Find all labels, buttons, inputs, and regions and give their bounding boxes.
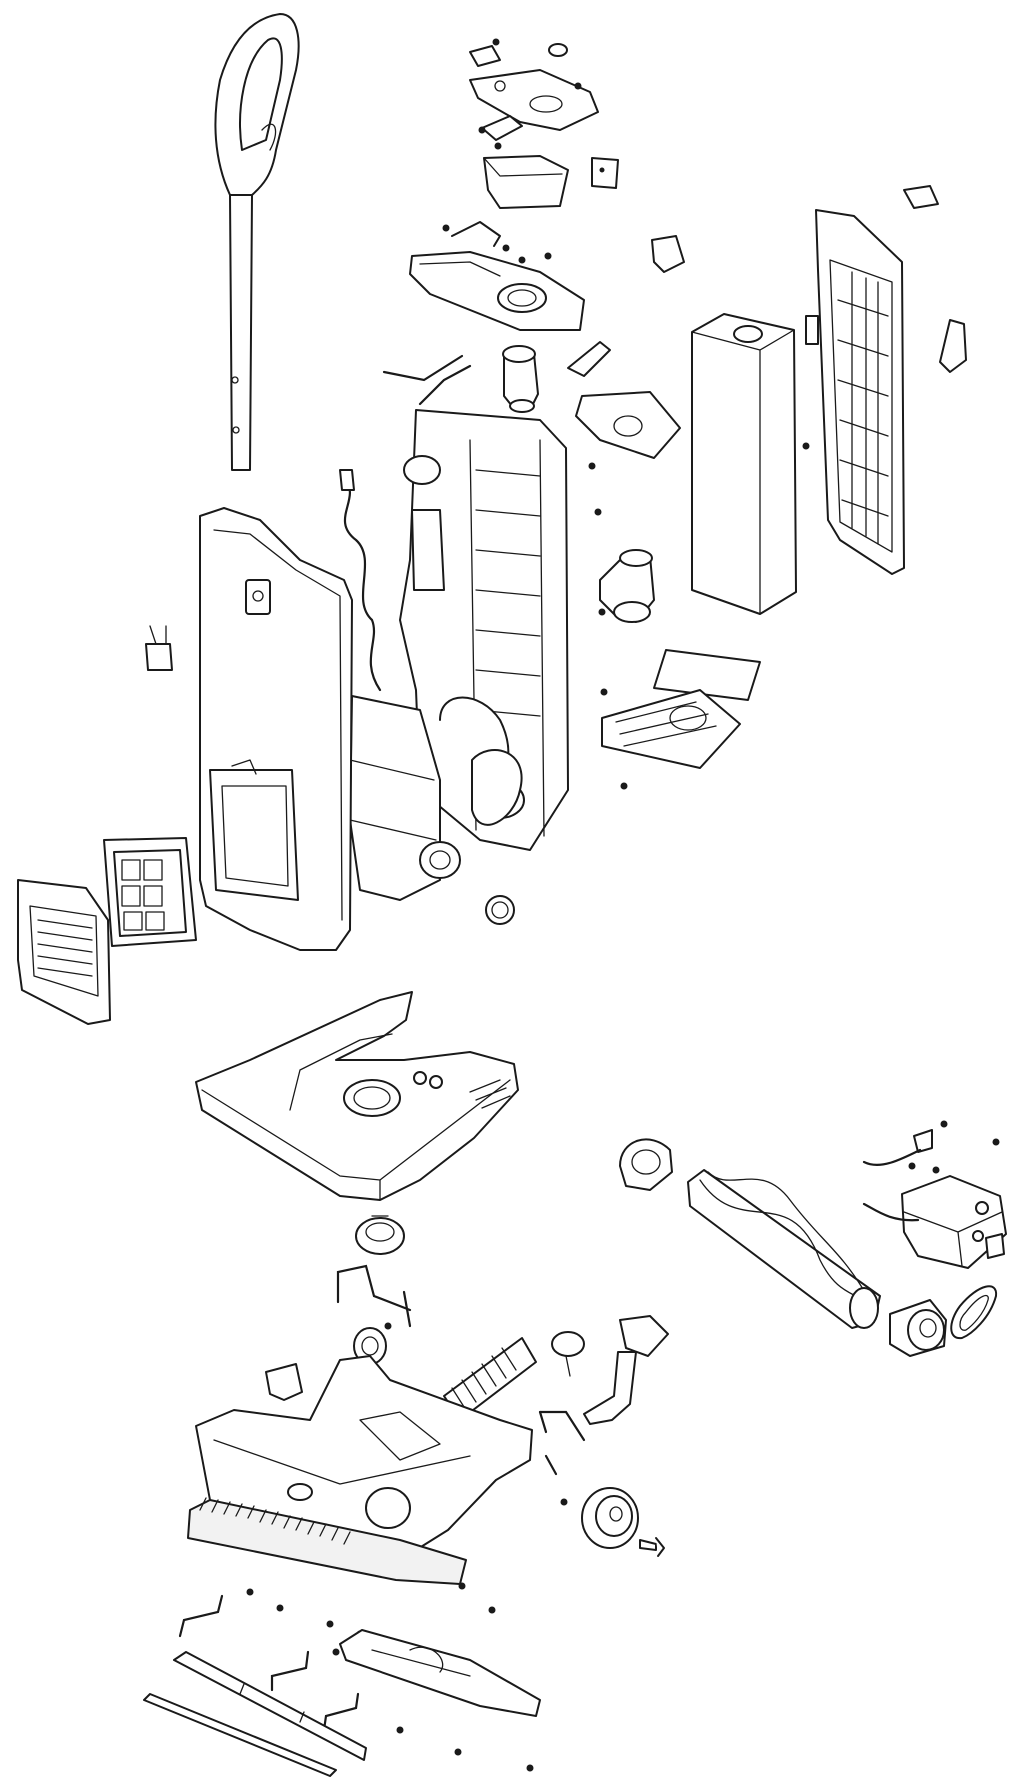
filter-grid bbox=[601, 689, 741, 769]
powerhead-cover bbox=[195, 991, 519, 1201]
rear-wheel bbox=[560, 1487, 665, 1557]
cord-hook-top bbox=[651, 185, 939, 273]
screws-middle bbox=[594, 508, 628, 790]
hose-cuff bbox=[502, 345, 539, 413]
pre-filter bbox=[653, 649, 761, 701]
bottom-plate bbox=[339, 1629, 541, 1772]
front-door bbox=[802, 209, 905, 575]
hose-clamp bbox=[551, 1331, 585, 1377]
door-latch bbox=[939, 319, 967, 373]
top-cover-plate bbox=[469, 38, 599, 150]
filter-cover bbox=[17, 879, 111, 1025]
height-knob bbox=[355, 1215, 405, 1255]
brush-end-cap bbox=[619, 1138, 673, 1191]
handle bbox=[214, 13, 300, 471]
switch-housing bbox=[483, 155, 619, 209]
motor-housing bbox=[349, 695, 461, 901]
corner-bracket bbox=[265, 1363, 303, 1401]
bumper-strip bbox=[187, 1497, 467, 1585]
brush-roll bbox=[687, 1169, 881, 1329]
fan-unit bbox=[889, 1299, 947, 1357]
tool-holder bbox=[567, 341, 681, 470]
back-panel bbox=[199, 507, 353, 951]
bag-housing bbox=[691, 313, 797, 615]
cord-clip bbox=[145, 625, 173, 671]
exhaust-filter bbox=[103, 837, 197, 947]
adjust-rod bbox=[336, 1264, 412, 1330]
edge-blade bbox=[173, 1651, 367, 1761]
squeegee-strip bbox=[143, 1693, 337, 1777]
brush-motor bbox=[862, 1120, 1007, 1269]
main-body bbox=[399, 409, 569, 851]
hose-connector-plate bbox=[409, 221, 585, 331]
drive-belt bbox=[950, 1285, 998, 1340]
wire-harness bbox=[339, 354, 472, 692]
elbow-connector bbox=[599, 549, 655, 623]
ring-seal bbox=[485, 895, 515, 925]
springs bbox=[178, 1594, 360, 1732]
pedal-linkage bbox=[538, 1315, 669, 1476]
